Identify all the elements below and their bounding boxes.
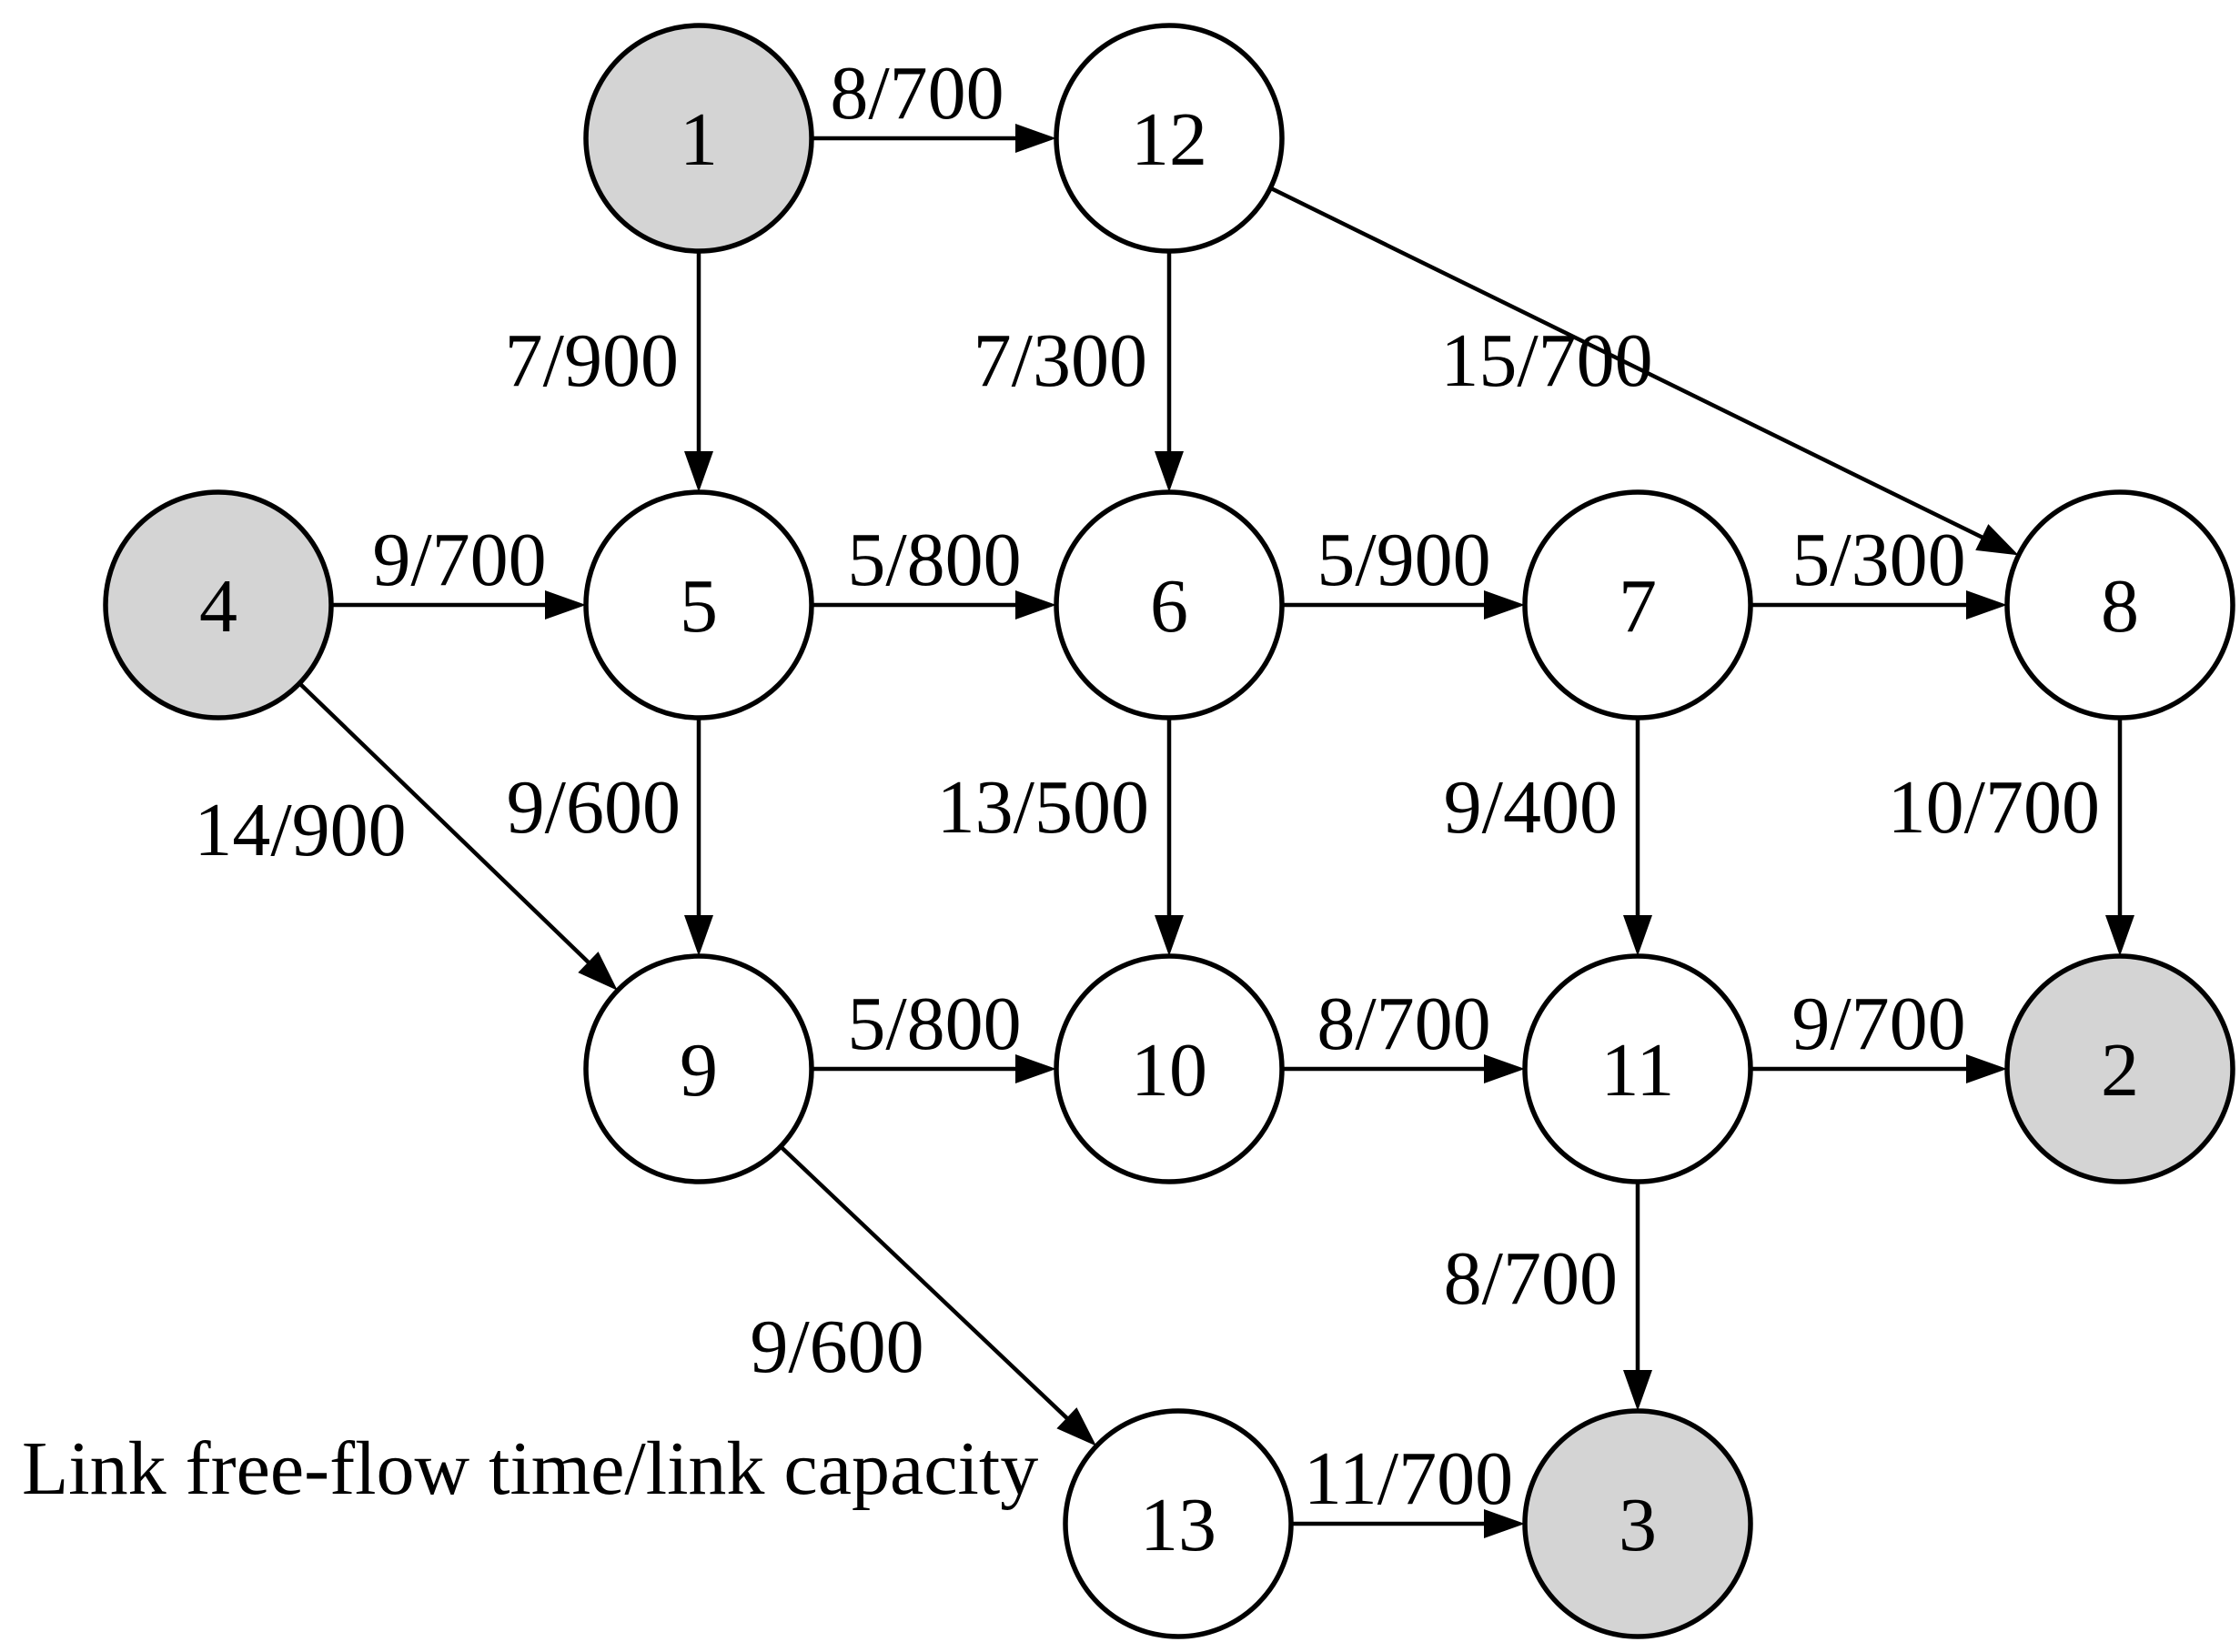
node-2-circle [2004, 953, 2235, 1184]
edge-1-5-arrowhead-icon [684, 451, 713, 492]
edge-13-3-arrowhead-icon [1484, 1509, 1525, 1538]
node-4-circle [103, 489, 334, 720]
node-9-label: 9 [680, 1028, 718, 1113]
edge-11-3-arrowhead-icon [1623, 1370, 1652, 1411]
node-13-label: 13 [1140, 1483, 1216, 1567]
edge-12-8-label: 15/700 [1440, 318, 1652, 403]
node-6-circle [1054, 489, 1285, 720]
node-8-label: 8 [2101, 564, 2139, 649]
edge-9-13-label: 9/600 [750, 1304, 923, 1389]
node-5-circle [583, 489, 814, 720]
edge-6-10-arrowhead-icon [1155, 915, 1184, 956]
node-4-label: 4 [199, 564, 237, 649]
edges-layer [298, 124, 2134, 1538]
node-11-circle [1522, 953, 1753, 1184]
edge-1-12-label: 8/700 [830, 51, 1004, 136]
edge-8-2-arrowhead-icon [2105, 915, 2134, 956]
node-6-label: 6 [1150, 564, 1188, 649]
edge-12-8-arrowhead-icon [1975, 524, 2019, 556]
node-1-label: 1 [680, 97, 718, 182]
edge-5-6-label: 5/800 [847, 518, 1021, 602]
node-9-circle [583, 953, 814, 1184]
edge-7-8-arrowhead-icon [1966, 590, 2007, 620]
edge-11-3-label: 8/700 [1444, 1236, 1618, 1321]
edge-6-10-label: 13/500 [937, 765, 1149, 850]
node-11-label: 11 [1601, 1028, 1675, 1113]
edge-4-9-line [298, 681, 591, 965]
node-10-label: 10 [1131, 1028, 1207, 1113]
edge-6-7-label: 5/900 [1317, 518, 1490, 602]
node-1-circle [583, 23, 814, 254]
edge-13-3-label: 11/700 [1304, 1436, 1513, 1521]
node-5-label: 5 [680, 564, 718, 649]
edge-4-5-arrowhead-icon [545, 590, 586, 620]
edge-9-10-arrowhead-icon [1015, 1054, 1056, 1083]
edge-8-2-label: 10/700 [1888, 765, 2100, 850]
edge-6-7-arrowhead-icon [1484, 590, 1525, 620]
edge-7-11-arrowhead-icon [1623, 915, 1652, 956]
edge-12-8-line [1269, 186, 1985, 540]
edge-5-9-arrowhead-icon [684, 915, 713, 956]
edge-9-13-arrowhead-icon [1056, 1407, 1097, 1446]
edge-4-9-arrowhead-icon [578, 952, 618, 991]
edge-9-10-label: 5/800 [847, 982, 1021, 1066]
node-8-circle [2004, 489, 2235, 720]
edge-5-9-label: 9/600 [507, 765, 681, 850]
edge-9-13-line [779, 1144, 1070, 1421]
figure-caption: Link free-flow time/link capacity [22, 1426, 1038, 1511]
edge-10-11-arrowhead-icon [1484, 1054, 1525, 1083]
edge-10-11-label: 8/700 [1317, 982, 1490, 1066]
node-7-label: 7 [1619, 564, 1657, 649]
edge-labels-layer: 8/700 7/900 7/300 15/700 9/700 5/800 5/900 5/30… [194, 51, 2100, 1521]
edge-7-11-label: 9/400 [1444, 765, 1618, 850]
node-12-circle [1054, 23, 1285, 254]
edge-12-6-arrowhead-icon [1155, 451, 1184, 492]
edge-1-12-arrowhead-icon [1015, 124, 1056, 153]
edge-1-5-label: 7/900 [505, 318, 679, 403]
node-7-circle [1522, 489, 1753, 720]
edge-11-2-label: 9/700 [1791, 982, 1965, 1066]
edge-5-6-arrowhead-icon [1015, 590, 1056, 620]
edge-11-2-arrowhead-icon [1966, 1054, 2007, 1083]
node-3-circle [1522, 1408, 1753, 1639]
edge-4-5-label: 9/700 [372, 518, 546, 602]
edge-7-8-label: 5/300 [1791, 518, 1965, 602]
edge-4-9-label: 14/900 [194, 788, 406, 872]
node-13-circle [1063, 1408, 1294, 1639]
node-2-label: 2 [2101, 1028, 2139, 1113]
node-10-circle [1054, 953, 1285, 1184]
node-3-label: 3 [1619, 1483, 1657, 1567]
edge-12-6-label: 7/300 [974, 318, 1147, 403]
node-12-label: 12 [1131, 97, 1207, 182]
